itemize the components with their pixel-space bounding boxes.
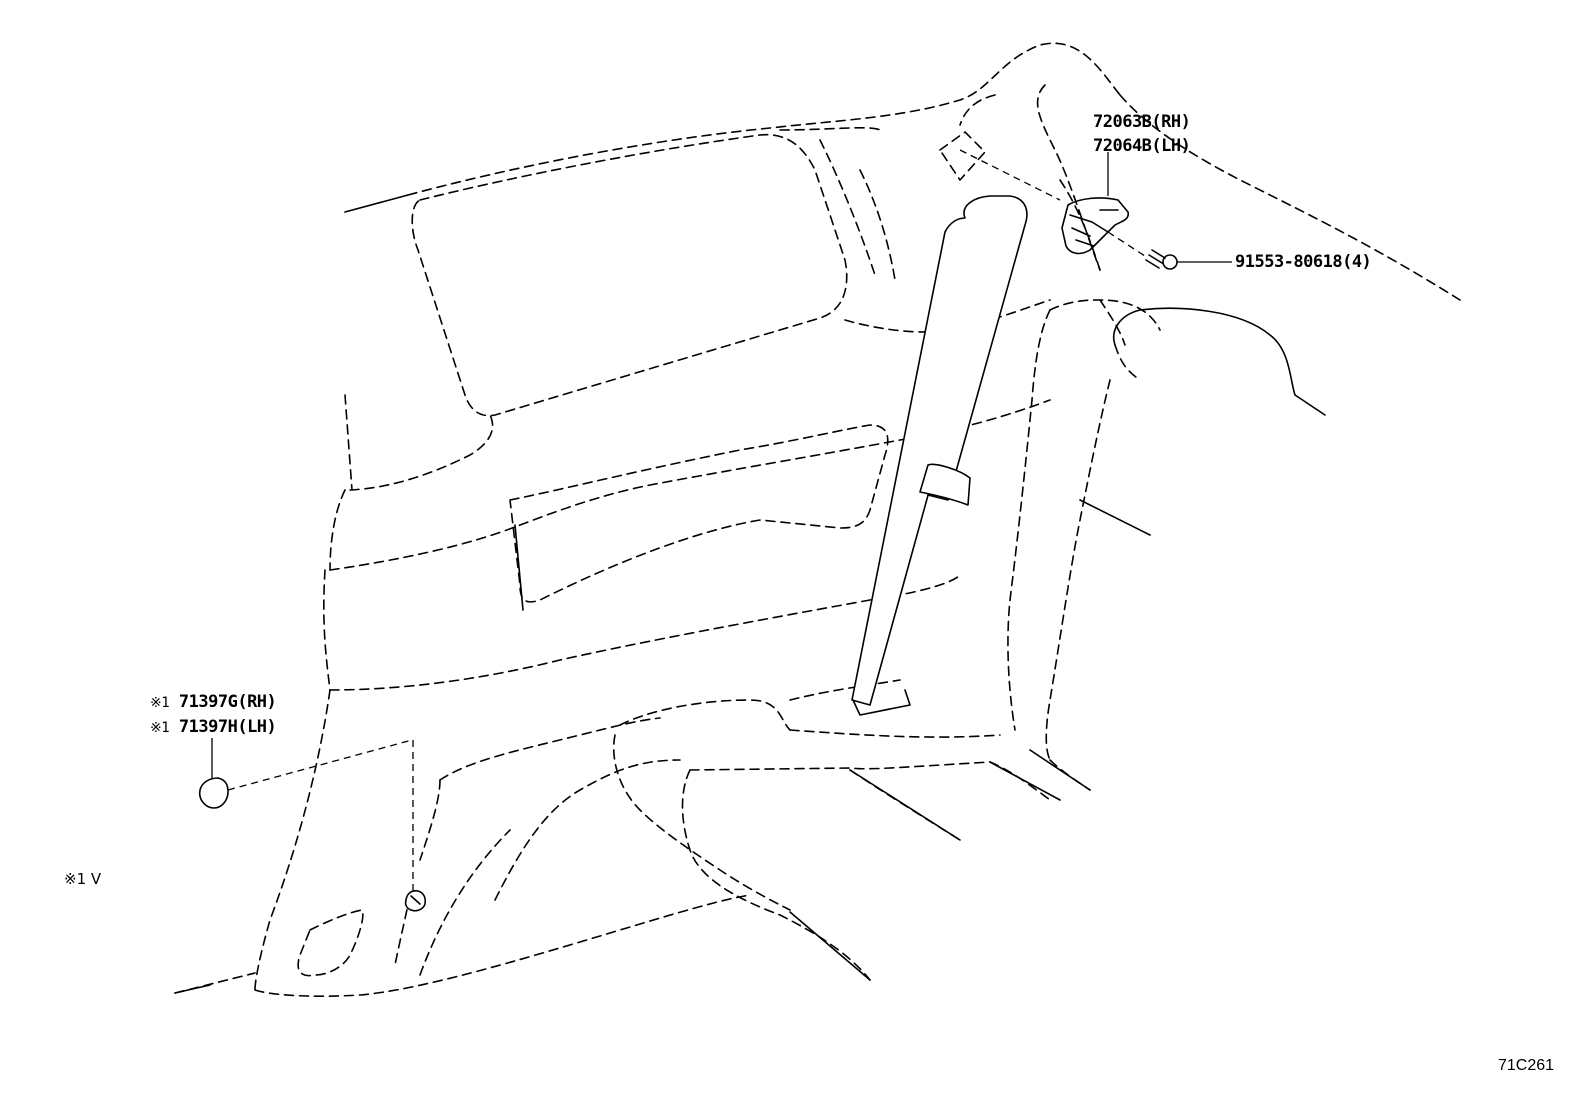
note-mark: ※1 xyxy=(150,720,170,736)
bolt-part-label: 91553-80618(4) xyxy=(1235,252,1372,272)
access-cover-outline xyxy=(297,909,364,977)
cap-label-rh: 71397G(RH) xyxy=(178,692,277,712)
cap-label-lh: 71397H(LH) xyxy=(178,717,277,737)
diagram-code: 71C261 xyxy=(1498,1057,1555,1074)
note-mark: ※1 xyxy=(150,695,170,711)
belt-guide xyxy=(919,463,971,506)
seat-back-outline xyxy=(1049,299,1161,331)
clip-bracket xyxy=(1061,197,1130,255)
part-number-72063b-72064b: 72063B(RH) 72064B(LH) xyxy=(1093,110,1191,158)
part-number-71397: ※1 71397G(RH) ※1 71397H(LH) xyxy=(150,690,277,740)
roof-edge-line xyxy=(407,42,1121,196)
quarter-window-outline xyxy=(411,133,848,417)
part-number-91553: 91553-80618(4) xyxy=(1235,250,1372,274)
footnote: ※1 V xyxy=(64,870,102,888)
cap-part xyxy=(198,738,427,912)
part-label-rh: 72063B(RH) xyxy=(1093,112,1191,132)
bolt xyxy=(1107,231,1232,270)
seat-belt-webbing xyxy=(851,195,1028,706)
side-panel-outline xyxy=(509,424,889,603)
part-label-lh: 72064B(LH) xyxy=(1093,136,1191,156)
